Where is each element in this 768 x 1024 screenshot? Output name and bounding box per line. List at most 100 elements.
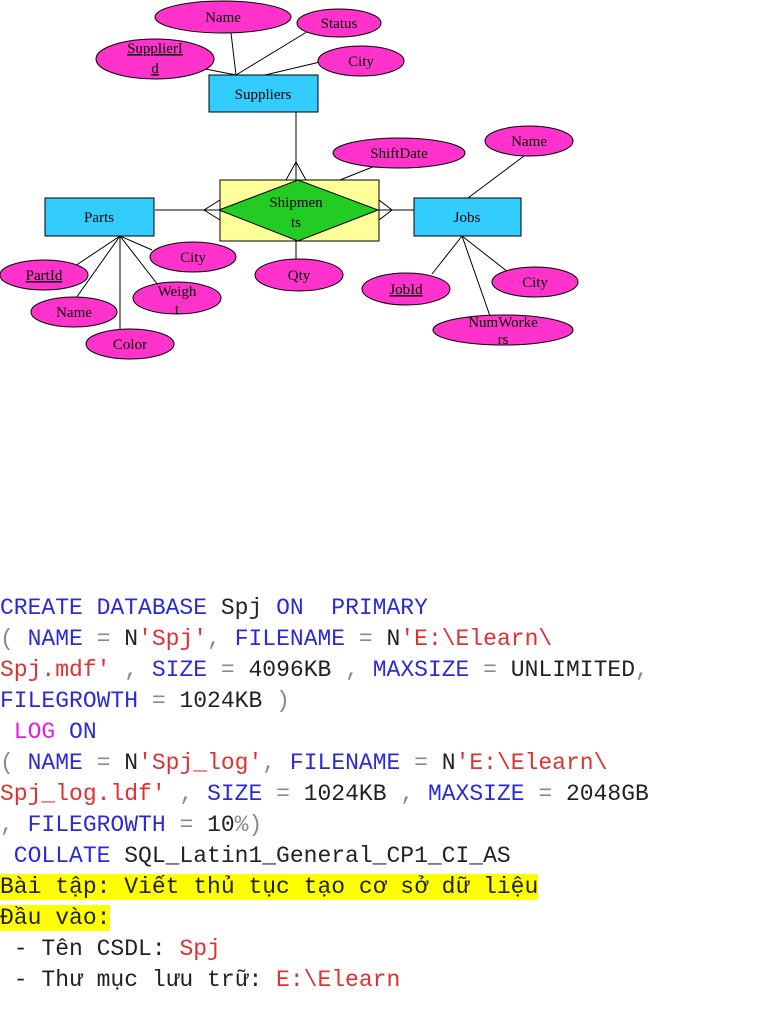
label-jobs: Jobs: [454, 210, 481, 226]
label-part-weight-2: t: [175, 302, 180, 318]
label-job-name: Name: [511, 134, 547, 150]
tok: (: [0, 750, 28, 776]
tok: FILEGROWTH: [0, 688, 139, 714]
tok: =: [82, 750, 125, 776]
label-supplier-id-2: d: [151, 61, 159, 77]
crowfoot-parts: [203, 199, 221, 221]
tok: MAXSIZE: [372, 657, 470, 683]
tok: =: [262, 781, 304, 807]
tok: ,: [165, 781, 208, 807]
tok: ,: [331, 657, 373, 683]
kw-create-database: CREATE DATABASE: [0, 595, 208, 621]
crowfoot-jobs: [378, 199, 393, 221]
tok: (: [0, 626, 28, 652]
label-shiftdate: ShiftDate: [370, 146, 428, 162]
tok: FILENAME: [289, 750, 401, 776]
label-numworkers-1: NumWorke: [468, 315, 538, 331]
label-job-city: City: [522, 275, 548, 291]
tok: SQL_Latin1_General_CP1_CI_AS: [110, 843, 511, 869]
attr-job-city: [491, 266, 579, 298]
label-part-name: Name: [56, 305, 92, 321]
crowfoot-suppliers: [285, 160, 307, 181]
label-supplier-name: Name: [205, 10, 241, 26]
label-parts: Parts: [84, 210, 114, 226]
kw-on-primary: ON PRIMARY: [276, 595, 428, 621]
line-supplier-city: [264, 61, 321, 76]
attr-numworkers: [432, 314, 574, 346]
label-suppliers: Suppliers: [235, 87, 292, 103]
entity-suppliers: [208, 74, 319, 113]
tok: ): [262, 688, 290, 714]
code-line-3: Spj.mdf' , SIZE = 4096KB , MAXSIZE = UNL…: [0, 655, 768, 686]
line-shiftdate: [339, 165, 376, 181]
label-numworkers-2: rs: [498, 332, 509, 348]
line-part-name: [75, 235, 121, 299]
connector-lines: [71, 29, 525, 330]
exercise-title: Bài tập: Viết thủ tục tạo cơ sở dữ liệu: [0, 874, 539, 900]
relationship-shipments: [217, 179, 380, 242]
code-line-9: COLLATE SQL_Latin1_General_CP1_CI_AS: [0, 841, 768, 872]
line-supplier-name: [230, 32, 237, 76]
item1-value: Spj: [179, 936, 221, 962]
tok: LOG: [0, 719, 70, 745]
line-partid: [71, 235, 121, 269]
tok: ,: [635, 657, 649, 683]
tok: SIZE: [151, 657, 208, 683]
code-line-8: , FILEGROWTH = 10%): [0, 810, 768, 841]
tok: 4096KB: [248, 657, 332, 683]
attr-part-name: [30, 296, 118, 328]
tok: 'Spj_log': [138, 750, 263, 776]
line-part-weight: [119, 235, 159, 286]
tok: N: [386, 626, 401, 652]
db-name: Spj: [207, 595, 277, 621]
tok: SIZE: [207, 781, 263, 807]
label-part-weight-1: Weigh: [158, 284, 197, 300]
line-part-city: [119, 235, 153, 251]
tok: =: [82, 626, 125, 652]
tok: ,: [110, 657, 152, 683]
tok: 1024KB: [303, 781, 387, 807]
tok: ,: [262, 750, 290, 776]
entity-parts: [44, 197, 155, 237]
tok: Spj.mdf': [0, 657, 111, 683]
label-shipments-1: Shipmen: [269, 195, 323, 211]
attr-supplier-status: [296, 8, 382, 38]
attr-part-city: [149, 241, 237, 273]
item2-value: E:\Elearn: [276, 967, 401, 993]
tok: 'Spj': [138, 626, 208, 652]
line-job-name: [467, 155, 525, 199]
label-part-color: Color: [113, 337, 147, 353]
label-partid: PartId: [26, 268, 63, 284]
tok: ,: [386, 781, 428, 807]
tok: FILEGROWTH: [27, 812, 166, 838]
attr-qty: [254, 258, 344, 292]
tok: %): [234, 812, 263, 838]
attr-part-weight: [132, 281, 222, 315]
line-jobid: [431, 235, 463, 275]
tok: 1024KB: [179, 688, 263, 714]
label-qty: Qty: [288, 268, 311, 284]
tok: N: [124, 750, 139, 776]
tok: MAXSIZE: [427, 781, 525, 807]
item2-label: - Thư mục lưu trữ:: [0, 967, 277, 993]
exercise-input-label: Đầu vào:: [0, 905, 111, 931]
code-line-1: CREATE DATABASE Spj ON PRIMARY: [0, 593, 768, 624]
tok: 'E:\Elearn\: [455, 750, 608, 776]
code-line-7: Spj_log.ldf' , SIZE = 1024KB , MAXSIZE =…: [0, 779, 768, 810]
tok: 'E:\Elearn\: [400, 626, 553, 652]
tok: 2048GB: [566, 781, 649, 807]
tok: =: [138, 688, 180, 714]
label-supplier-city: City: [348, 54, 374, 70]
tok: =: [345, 626, 387, 652]
attr-part-color: [85, 328, 175, 360]
attr-jobid: [361, 272, 451, 306]
code-line-2: ( NAME = N'Spj', FILENAME = N'E:\Elearn\: [0, 624, 768, 655]
entity-jobs: [413, 197, 522, 237]
tok: NAME: [27, 750, 83, 776]
code-line-6: ( NAME = N'Spj_log', FILENAME = N'E:\Ele…: [0, 748, 768, 779]
exercise-input-line: Đầu vào:: [0, 903, 768, 934]
label-supplier-status: Status: [321, 16, 358, 32]
tok: COLLATE: [0, 843, 111, 869]
line-supplier-status: [235, 29, 311, 76]
label-part-city: City: [180, 250, 206, 266]
